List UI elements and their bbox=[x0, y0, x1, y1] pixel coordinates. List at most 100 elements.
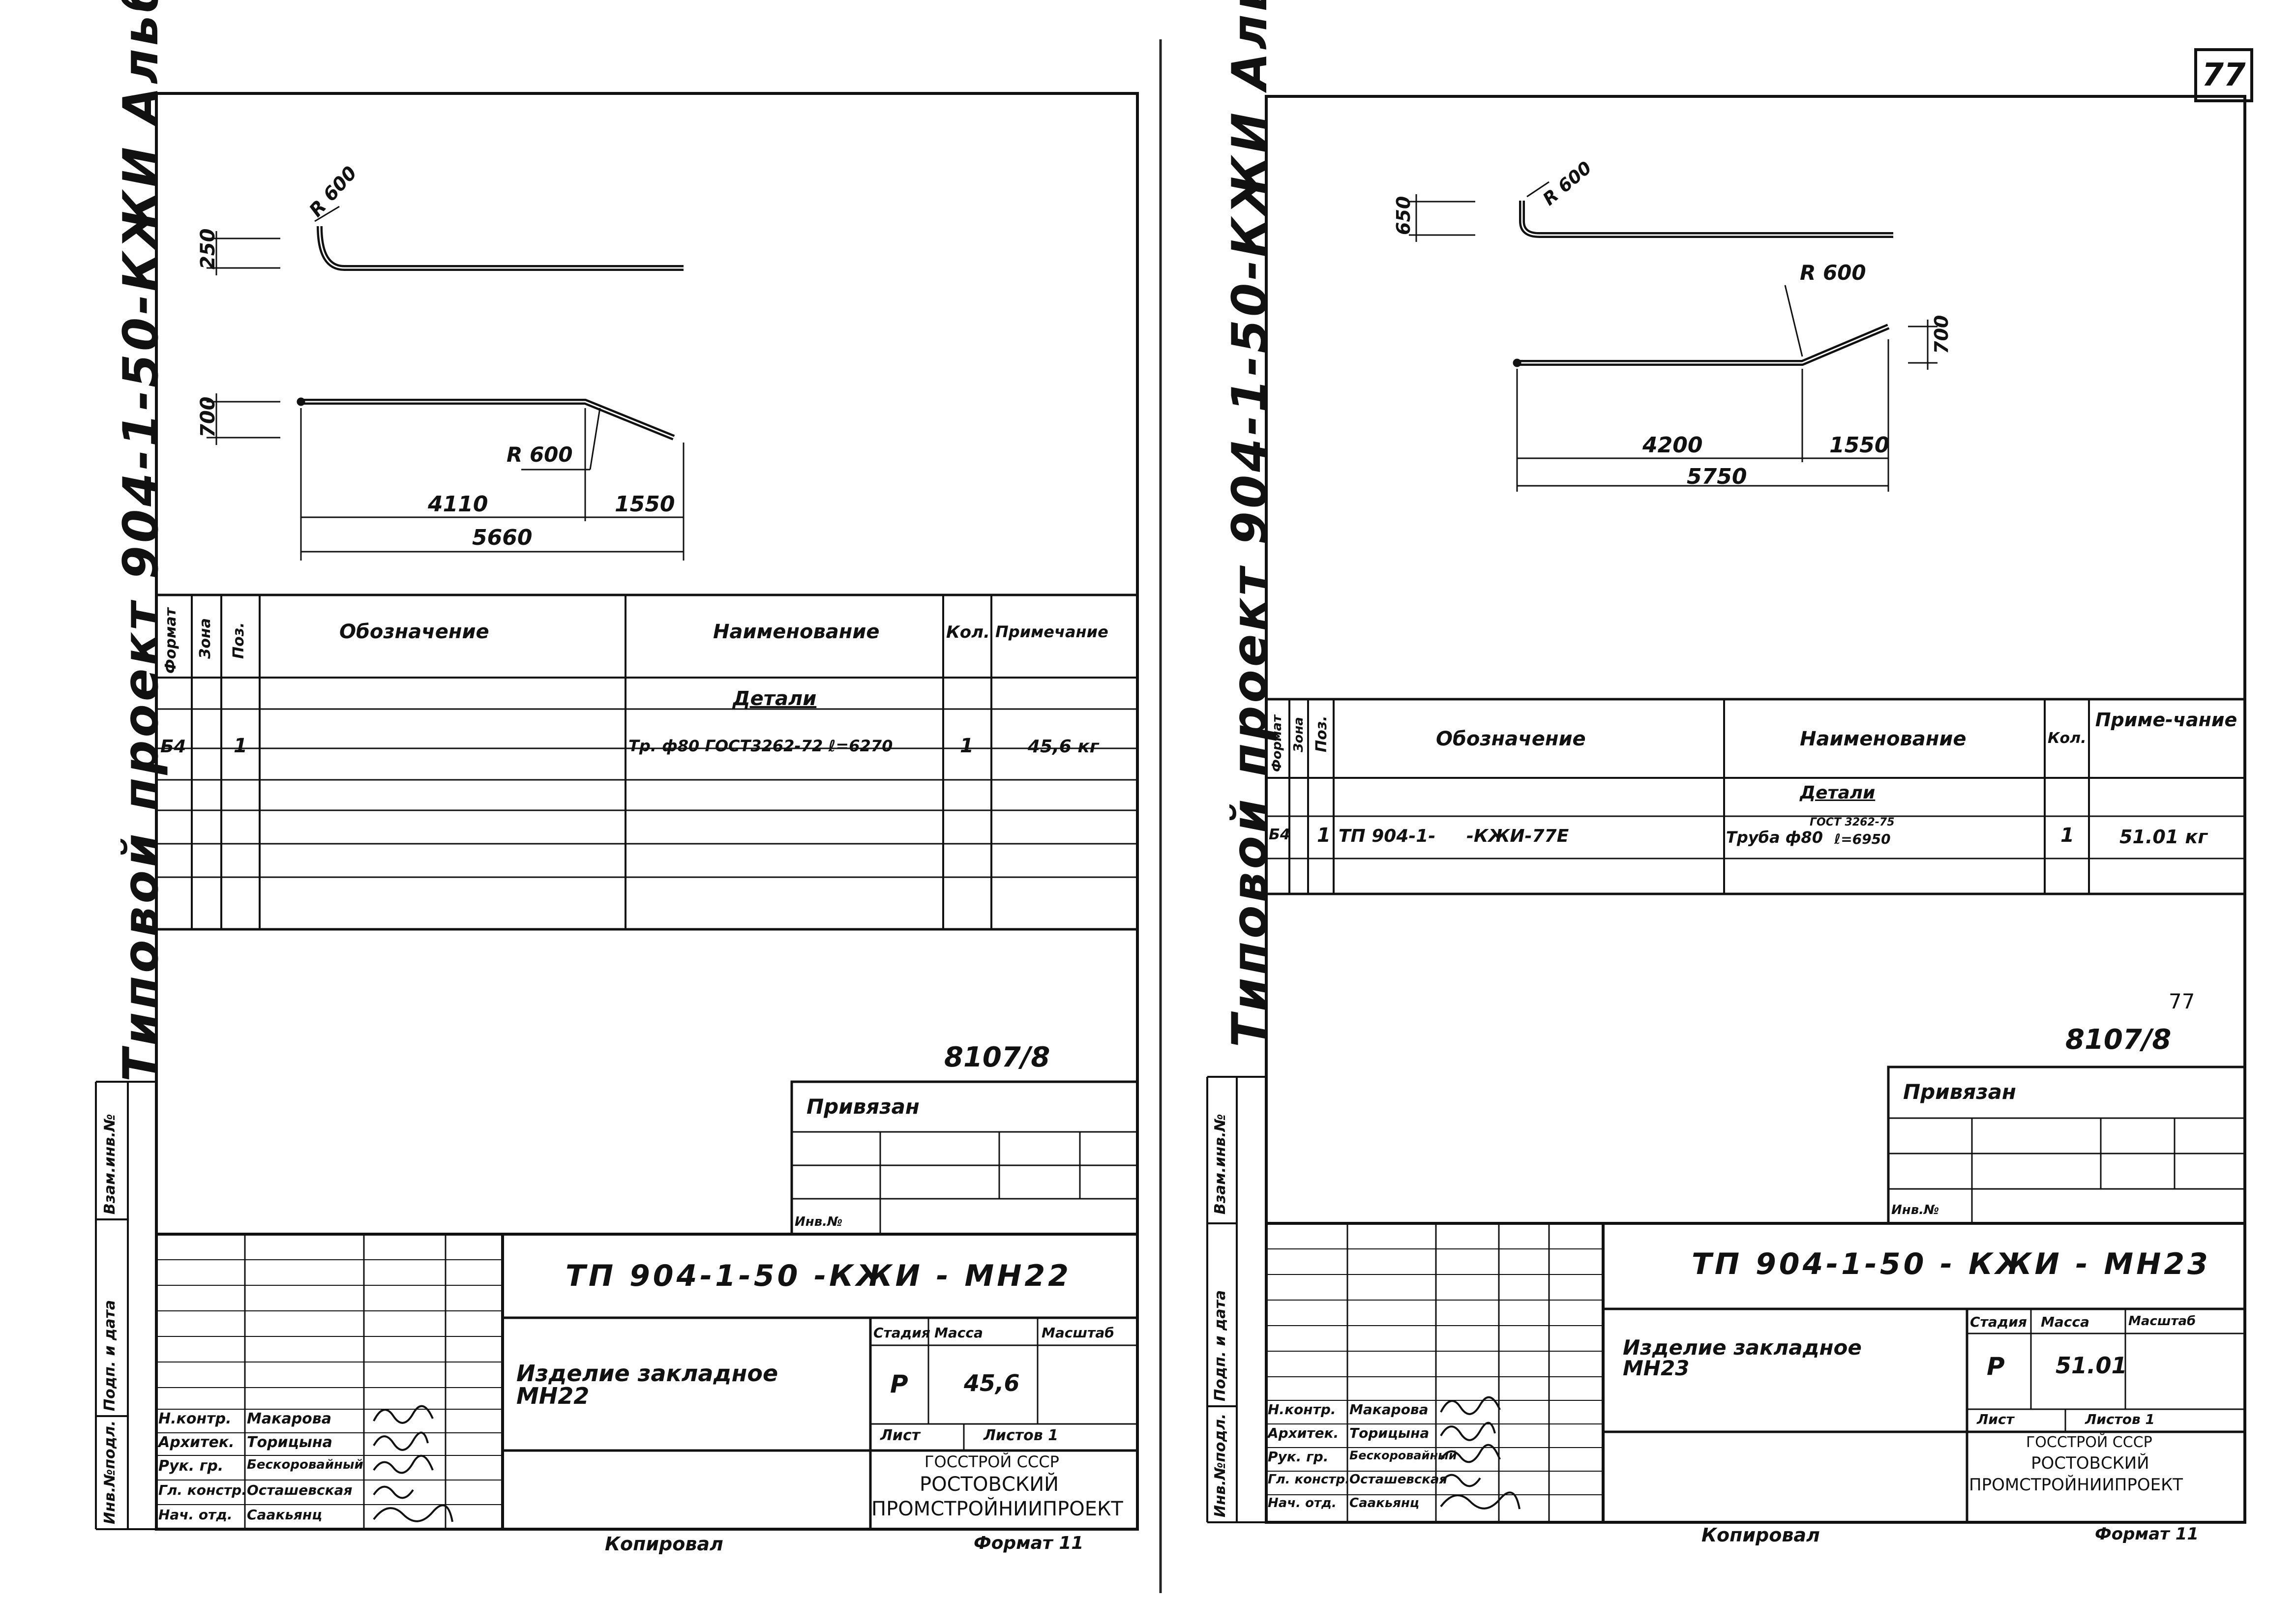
left-scale-label: Масштаб bbox=[1042, 1325, 1114, 1341]
right-staff-name-0: Макарова bbox=[1349, 1401, 1429, 1418]
left-bar-drawing-bottom bbox=[207, 393, 685, 561]
left-staff-name-4: Саакьянц bbox=[247, 1507, 323, 1523]
right-spec-name-len: ℓ=6950 bbox=[1834, 831, 1891, 847]
left-mass: 45,6 bbox=[964, 1370, 1020, 1396]
right-doc-code: ТП 904-1-50 - КЖИ - МН23 bbox=[1692, 1247, 2211, 1281]
left-sheet-lines bbox=[95, 92, 1139, 1531]
left-spec-name: Тр. ф80 ГОСТ3262-72 ℓ=6270 bbox=[628, 737, 893, 755]
right-hdr-note: Приме-чание bbox=[2095, 709, 2237, 731]
left-bar-drawing-top bbox=[207, 206, 684, 275]
right-sheet-lines bbox=[1206, 95, 2246, 1524]
right-spec-pos: 1 bbox=[1317, 824, 1331, 847]
left-dim-total: 5660 bbox=[472, 525, 533, 550]
left-ref-code: 8107/8 bbox=[944, 1041, 1050, 1073]
left-stage: Р bbox=[890, 1370, 908, 1398]
right-org-1: ГОССТРОЙ СССР bbox=[2026, 1434, 2152, 1451]
right-hdr-name: Наименование bbox=[1800, 728, 1967, 750]
right-staff-role-0: Н.контр. bbox=[1268, 1401, 1336, 1418]
left-staff-role-3: Гл. констр. bbox=[158, 1482, 247, 1498]
right-signature-2 bbox=[1440, 1444, 1501, 1463]
right-dim-total: 5750 bbox=[1687, 464, 1747, 489]
left-staff-role-1: Архитек. bbox=[158, 1434, 235, 1451]
right-signature-1 bbox=[1440, 1421, 1496, 1441]
left-signature-0 bbox=[373, 1405, 434, 1424]
left-signature-4 bbox=[373, 1504, 453, 1522]
left-sheets-label: Листов 1 bbox=[984, 1427, 1059, 1444]
left-staff-role-2: Рук. гр. bbox=[158, 1457, 224, 1475]
right-staff-role-3: Гл. констр. bbox=[1268, 1472, 1350, 1487]
left-stage-label: Стадия bbox=[873, 1325, 930, 1341]
left-signature-3 bbox=[373, 1485, 414, 1499]
right-staff-name-3: Осташевская bbox=[1349, 1472, 1448, 1487]
right-spec-qty: 1 bbox=[2060, 824, 2074, 847]
right-org-2: РОСТОВСКИЙ bbox=[2031, 1453, 2149, 1473]
left-dim-b: 1550 bbox=[615, 492, 675, 517]
corner-page-number: 77 bbox=[2202, 57, 2246, 93]
left-dim-bottom-radius: R 600 bbox=[507, 443, 573, 467]
left-staff-role-4: Нач. отд. bbox=[158, 1507, 233, 1523]
right-hdr-qty: Кол. bbox=[2048, 730, 2087, 747]
right-staff-name-4: Саакьянц bbox=[1349, 1496, 1420, 1510]
right-dim-a: 4200 bbox=[1642, 433, 1703, 458]
corner-page-number-box: 77 bbox=[2194, 48, 2253, 102]
left-spec-section: Детали bbox=[733, 687, 817, 710]
right-spec-name-gost: ГОСТ 3262-75 bbox=[1810, 816, 1895, 829]
left-inv-no: Инв.№ bbox=[795, 1214, 843, 1229]
right-spec-designation: ТП 904-1- -КЖИ-77Е bbox=[1339, 826, 1569, 846]
left-hdr-note: Примечание bbox=[995, 622, 1108, 641]
right-stage: Р bbox=[1987, 1352, 2005, 1381]
right-spec-name: Труба ф80 bbox=[1726, 828, 1823, 847]
left-signature-1 bbox=[373, 1431, 429, 1451]
right-privyazan: Привязан bbox=[1903, 1080, 2016, 1104]
right-dim-b: 1550 bbox=[1829, 433, 1890, 458]
left-org-3: ПРОМСТРОЙНИИПРОЕКТ bbox=[871, 1498, 1123, 1520]
left-staff-role-0: Н.контр. bbox=[158, 1410, 232, 1427]
left-dim-a: 4110 bbox=[428, 492, 488, 517]
right-stage-label: Стадия bbox=[1970, 1314, 2027, 1330]
left-mass-label: Масса bbox=[934, 1325, 983, 1341]
right-sheets-label: Листов 1 bbox=[2085, 1411, 2155, 1427]
right-staff-role-2: Рук. гр. bbox=[1268, 1449, 1329, 1465]
right-format: Формат 11 bbox=[2095, 1524, 2199, 1544]
right-spec-section: Детали bbox=[1800, 783, 1876, 803]
right-item-name: Изделие закладное МН23 bbox=[1623, 1335, 1862, 1380]
right-org-3: ПРОМСТРОЙНИИПРОЕКТ bbox=[1969, 1475, 2183, 1495]
left-hdr-qty: Кол. bbox=[946, 622, 990, 642]
left-copied: Копировал bbox=[605, 1533, 723, 1555]
left-signatures bbox=[373, 1405, 453, 1522]
right-staff-name-2: Бескоровайный bbox=[1349, 1449, 1457, 1462]
right-mass-label: Масса bbox=[2041, 1314, 2089, 1330]
right-bar-drawing-top bbox=[1409, 181, 1893, 242]
right-signature-3 bbox=[1440, 1474, 1481, 1487]
left-spec-qty: 1 bbox=[960, 735, 974, 757]
left-sheet: Типовой проект 904-1-50-КЖИ Альбом8 250 … bbox=[95, 0, 1139, 1555]
left-hdr-designation: Обозначение bbox=[339, 621, 489, 643]
right-spec-format: Б4 bbox=[1269, 826, 1290, 843]
left-spec-format: Б4 bbox=[160, 737, 186, 757]
left-format: Формат 11 bbox=[974, 1533, 1084, 1553]
right-copied: Копировал bbox=[1701, 1524, 1820, 1546]
right-signature-4 bbox=[1440, 1491, 1521, 1510]
left-privyazan: Привязан bbox=[806, 1095, 920, 1119]
left-staff-name-0: Макарова bbox=[247, 1410, 332, 1427]
right-sheet: Типовой проект 904-1-50-КЖИ Альбом8 650 … bbox=[1161, 0, 2296, 1599]
left-doc-code: ТП 904-1-50 -КЖИ - МН22 bbox=[566, 1259, 1072, 1293]
right-page-num: 77 bbox=[2169, 989, 2195, 1013]
right-sheet-label: Лист bbox=[1977, 1411, 2014, 1427]
left-sheet-label: Лист bbox=[880, 1427, 921, 1444]
right-dim-bottom-radius: R 600 bbox=[1800, 261, 1866, 285]
left-staff-name-2: Бескоровайный bbox=[247, 1457, 363, 1472]
left-org-1: ГОССТРОЙ СССР bbox=[924, 1452, 1059, 1471]
right-signatures bbox=[1440, 1396, 1521, 1510]
left-spec-note: 45,6 кг bbox=[1028, 737, 1099, 757]
left-staff-name-1: Торицына bbox=[247, 1434, 332, 1451]
right-inv-no: Инв.№ bbox=[1891, 1203, 1939, 1217]
left-hdr-name: Наименование bbox=[713, 621, 880, 643]
right-hdr-designation: Обозначение bbox=[1436, 728, 1586, 750]
left-item-name: Изделие закладное МН22 bbox=[516, 1360, 778, 1409]
left-spec-pos: 1 bbox=[234, 735, 247, 757]
right-staff-role-1: Архитек. bbox=[1268, 1425, 1339, 1441]
right-staff-name-1: Торицына bbox=[1349, 1425, 1430, 1441]
right-bar-drawing-bottom bbox=[1513, 285, 1938, 492]
